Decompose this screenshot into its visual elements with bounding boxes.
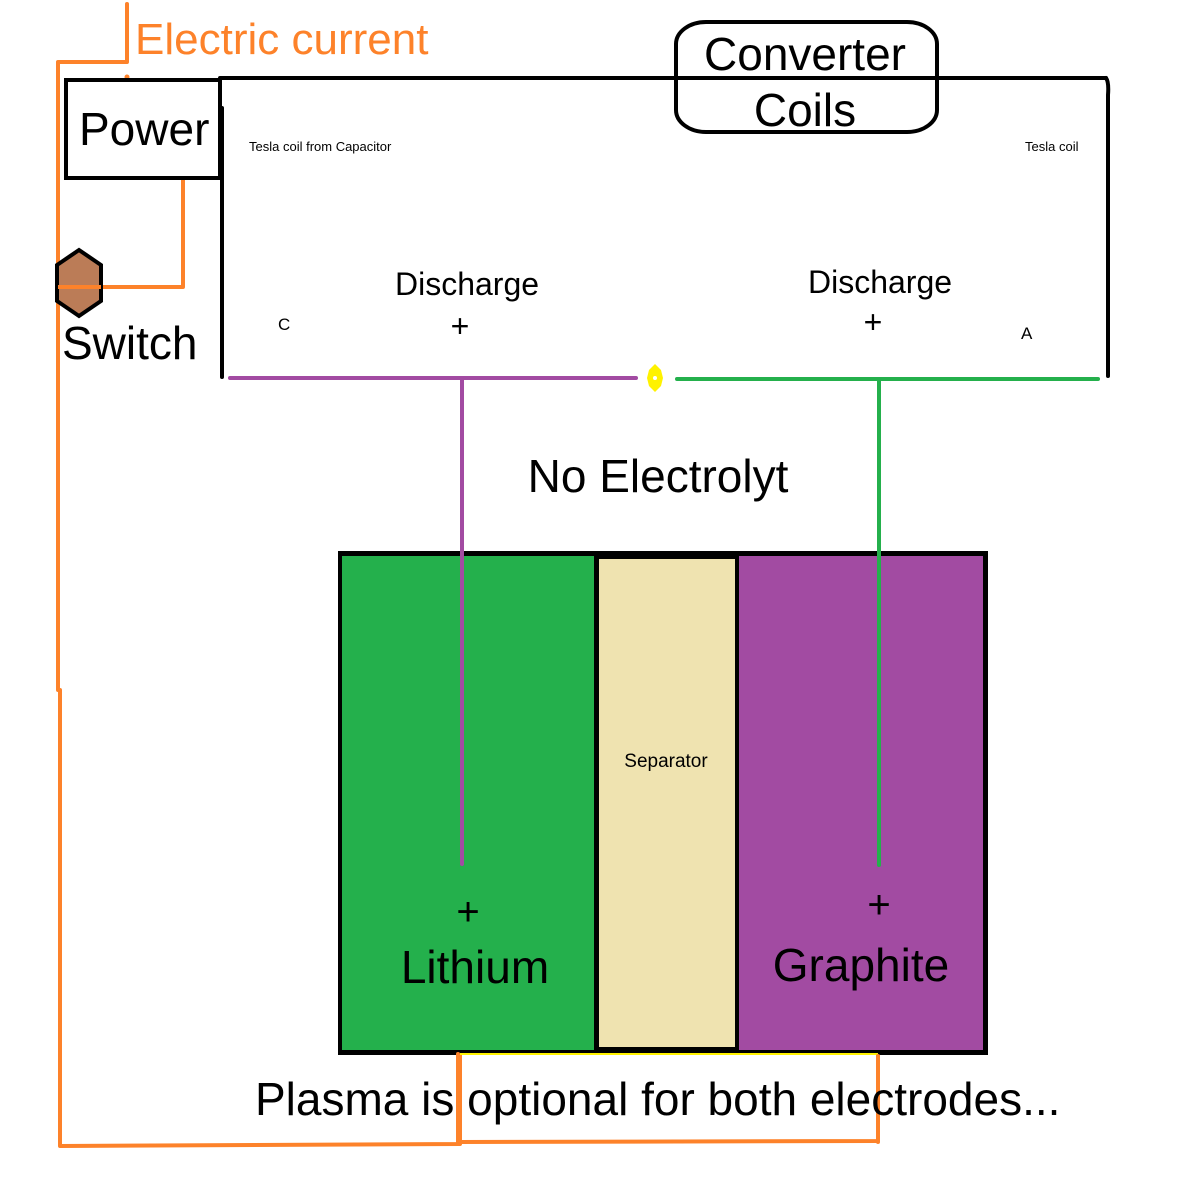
switch[interactable]: Switch [55, 247, 197, 369]
separator-layer [599, 559, 735, 1047]
power-box: Power [64, 78, 222, 180]
power-label: Power [79, 103, 209, 155]
anode-letter: A [1021, 324, 1033, 343]
plus-sign-right: + [864, 304, 883, 340]
circuit-outline [218, 76, 1111, 379]
right-wire [1104, 76, 1111, 378]
battery-cell: Separator + Lithium + Graphite [338, 549, 988, 1055]
tesla-coil-label: Tesla coil [1025, 139, 1079, 154]
title-electric-current: Electric current [135, 15, 428, 64]
lithium-label: Lithium [401, 941, 549, 993]
discharge-label-right: Discharge [808, 264, 952, 300]
graphite-electrode [739, 556, 983, 1050]
plasma-loop [456, 1052, 880, 1146]
converter-coils: Converter Coils [674, 20, 939, 136]
no-electrolyte-label: No Electrolyt [528, 450, 789, 502]
switch-label: Switch [62, 317, 197, 369]
lithium-electrode [342, 556, 594, 1050]
discharge-label-left: Discharge [395, 266, 539, 302]
power-to-switch-wire [98, 176, 185, 289]
power-box-frame [64, 78, 222, 180]
converter-label-line1: Converter [704, 28, 906, 80]
plasma-note: Plasma is optional for both electrodes..… [255, 1073, 1060, 1125]
spark-gap-hole [653, 376, 657, 380]
converter-label-line2: Coils [754, 84, 856, 136]
plus-sign-left: + [451, 308, 470, 344]
graphite-label: Graphite [773, 939, 949, 991]
switch-icon[interactable] [55, 247, 103, 319]
lithium-plus-sign: + [456, 890, 479, 934]
separator-label: Separator [624, 751, 708, 772]
graphite-plus-sign: + [867, 883, 890, 927]
converter-frame [674, 20, 939, 134]
cathode-letter: C [278, 315, 290, 334]
tesla-coil-capacitor-label: Tesla coil from Capacitor [249, 139, 392, 154]
current-wire-top [56, 2, 129, 692]
